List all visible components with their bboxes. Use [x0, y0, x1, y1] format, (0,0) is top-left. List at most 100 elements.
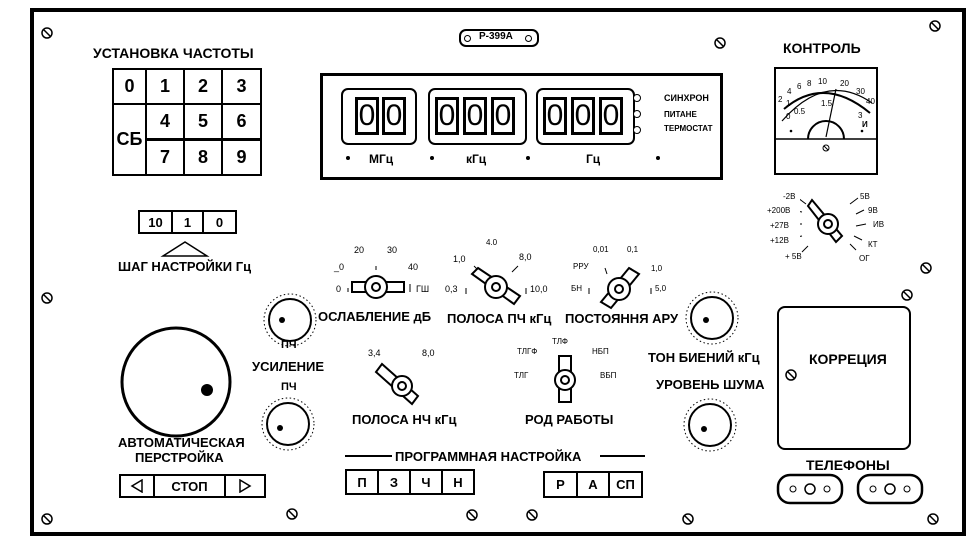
selector-pos-5v: + 5В: [785, 252, 802, 261]
lf-band-knob[interactable]: [370, 360, 430, 410]
freq-key-6[interactable]: 6: [221, 103, 262, 140]
mode-mark-tlf: ТЛФ: [552, 337, 568, 346]
if-mark-8: 8,0: [519, 252, 532, 262]
freq-key-4[interactable]: 4: [145, 103, 185, 140]
beat-tone-knob[interactable]: [682, 288, 742, 348]
display-unit-mhz: МГц: [369, 152, 394, 166]
program-button-ch[interactable]: Ч: [409, 469, 443, 495]
step-1[interactable]: 1: [171, 210, 204, 234]
meter-tick-20: 20: [840, 79, 849, 88]
step-0[interactable]: 0: [202, 210, 237, 234]
freq-key-3[interactable]: 3: [221, 68, 262, 105]
selector-pos-minus2v: -2В: [783, 192, 796, 201]
freq-key-1[interactable]: 1: [145, 68, 185, 105]
meter-tick-10: 10: [818, 77, 827, 86]
agc-mark-0-1: 0,1: [627, 245, 639, 254]
status-led-sync: [633, 94, 641, 102]
correction-panel: [777, 306, 911, 450]
display-unit-hz: Гц: [586, 152, 601, 166]
screw-icon: [920, 262, 932, 274]
triangle-right-icon: [239, 479, 252, 493]
gain-top-label: ПЧ: [281, 339, 297, 351]
freq-key-9[interactable]: 9: [221, 139, 262, 176]
screw-icon: [929, 20, 941, 32]
control-selector-knob[interactable]: [800, 190, 870, 270]
display-digit: 0: [355, 97, 379, 135]
freq-key-8[interactable]: 8: [183, 139, 223, 176]
program-button-p[interactable]: П: [345, 469, 379, 495]
auto-tune-label-1: АВТОМАТИЧЕСКАЯ: [118, 435, 245, 450]
if-gain-knob-top[interactable]: [260, 290, 320, 350]
freq-key-7[interactable]: 7: [145, 139, 185, 176]
if-band-label: ПОЛОСА ПЧ кГц: [447, 311, 552, 326]
screw-icon: [682, 513, 694, 525]
noise-level-knob[interactable]: [680, 395, 740, 455]
meter-tick-1-5: 1.5: [821, 99, 833, 108]
program-bracket: [345, 455, 645, 457]
if-mark-4: 4.0: [486, 238, 498, 247]
freq-key-reset[interactable]: СБ: [112, 103, 147, 176]
gain-label: УСИЛЕНИЕ: [252, 359, 325, 374]
display-digit: 0: [491, 97, 515, 135]
lf-band-label: ПОЛОСА НЧ кГц: [352, 412, 457, 427]
phone-jack-left[interactable]: [776, 473, 844, 505]
if-band-knob[interactable]: [460, 262, 530, 307]
mode-mark-usb: ВБП: [600, 371, 617, 380]
program-button-z[interactable]: З: [377, 469, 411, 495]
tune-left-button[interactable]: [119, 474, 155, 498]
attenuation-knob[interactable]: [340, 262, 420, 302]
status-led-power: [633, 110, 641, 118]
agc-knob[interactable]: [585, 262, 655, 312]
freq-set-title: УСТАНОВКА ЧАСТОТЫ: [93, 45, 254, 61]
program-button-n[interactable]: Н: [441, 469, 475, 495]
agc-label: ПОСТОЯННЯ АРУ: [565, 311, 679, 326]
atten-mark-20: 20: [354, 245, 365, 255]
tune-right-button[interactable]: [224, 474, 266, 498]
display-digit: 0: [543, 97, 567, 135]
screw-icon: [714, 37, 726, 49]
meter-mark: И: [862, 120, 868, 129]
nameplate-text: Р-399А: [479, 31, 513, 42]
display-unit-khz: кГц: [466, 152, 487, 166]
selector-pos-200v: +200В: [767, 206, 791, 215]
screw-icon: [41, 513, 53, 525]
phone-jack-right[interactable]: [856, 473, 924, 505]
selector-pos-12v: +12В: [770, 236, 789, 245]
phone-jacks: [776, 473, 924, 505]
display-digit: 0: [435, 97, 459, 135]
control-title: КОНТРОЛЬ: [783, 40, 861, 56]
selector-pos-kt: КТ: [868, 240, 878, 249]
indicator-label-thermostat: ТЕРМОСТАТ: [664, 124, 713, 133]
status-led-thermostat: [633, 126, 641, 134]
screw-icon: [785, 369, 797, 381]
program-button-r[interactable]: Р: [543, 471, 578, 498]
auto-tune-knob[interactable]: [118, 320, 238, 440]
meter-tick-2: 2: [778, 95, 783, 104]
freq-key-5[interactable]: 5: [183, 103, 223, 140]
freq-key-0[interactable]: 0: [112, 68, 147, 105]
nameplate: Р-399А: [459, 29, 539, 47]
stop-button[interactable]: СТОП: [153, 474, 226, 498]
step-10[interactable]: 10: [138, 210, 173, 234]
frequency-display: [320, 73, 723, 180]
display-window-khz: [428, 88, 527, 145]
mode-knob[interactable]: [545, 352, 585, 407]
program-button-sp[interactable]: СП: [608, 471, 643, 498]
screw-icon: [286, 508, 298, 520]
meter-tick-8: 8: [807, 79, 812, 88]
selector-pos-iv: ИВ: [873, 220, 885, 229]
triangle-left-icon: [130, 479, 143, 493]
agc-mark-0-01: 0,01: [593, 245, 609, 254]
display-dots: [346, 156, 660, 160]
meter-tick-30: 30: [856, 87, 865, 96]
auto-tune-label-2: ПЕРСТРОЙКА: [135, 450, 224, 465]
meter-scale: [776, 88, 876, 152]
atten-mark-30: 30: [387, 245, 398, 255]
program-button-a[interactable]: А: [576, 471, 610, 498]
agc-mark-1: 1,0: [651, 264, 663, 273]
mode-mark-lsb: НБП: [592, 347, 609, 356]
freq-key-2[interactable]: 2: [183, 68, 223, 105]
meter-tick-40: 40: [866, 97, 875, 106]
agc-mark-5: 5,0: [655, 284, 667, 293]
if-gain-knob-bottom[interactable]: [258, 394, 318, 454]
